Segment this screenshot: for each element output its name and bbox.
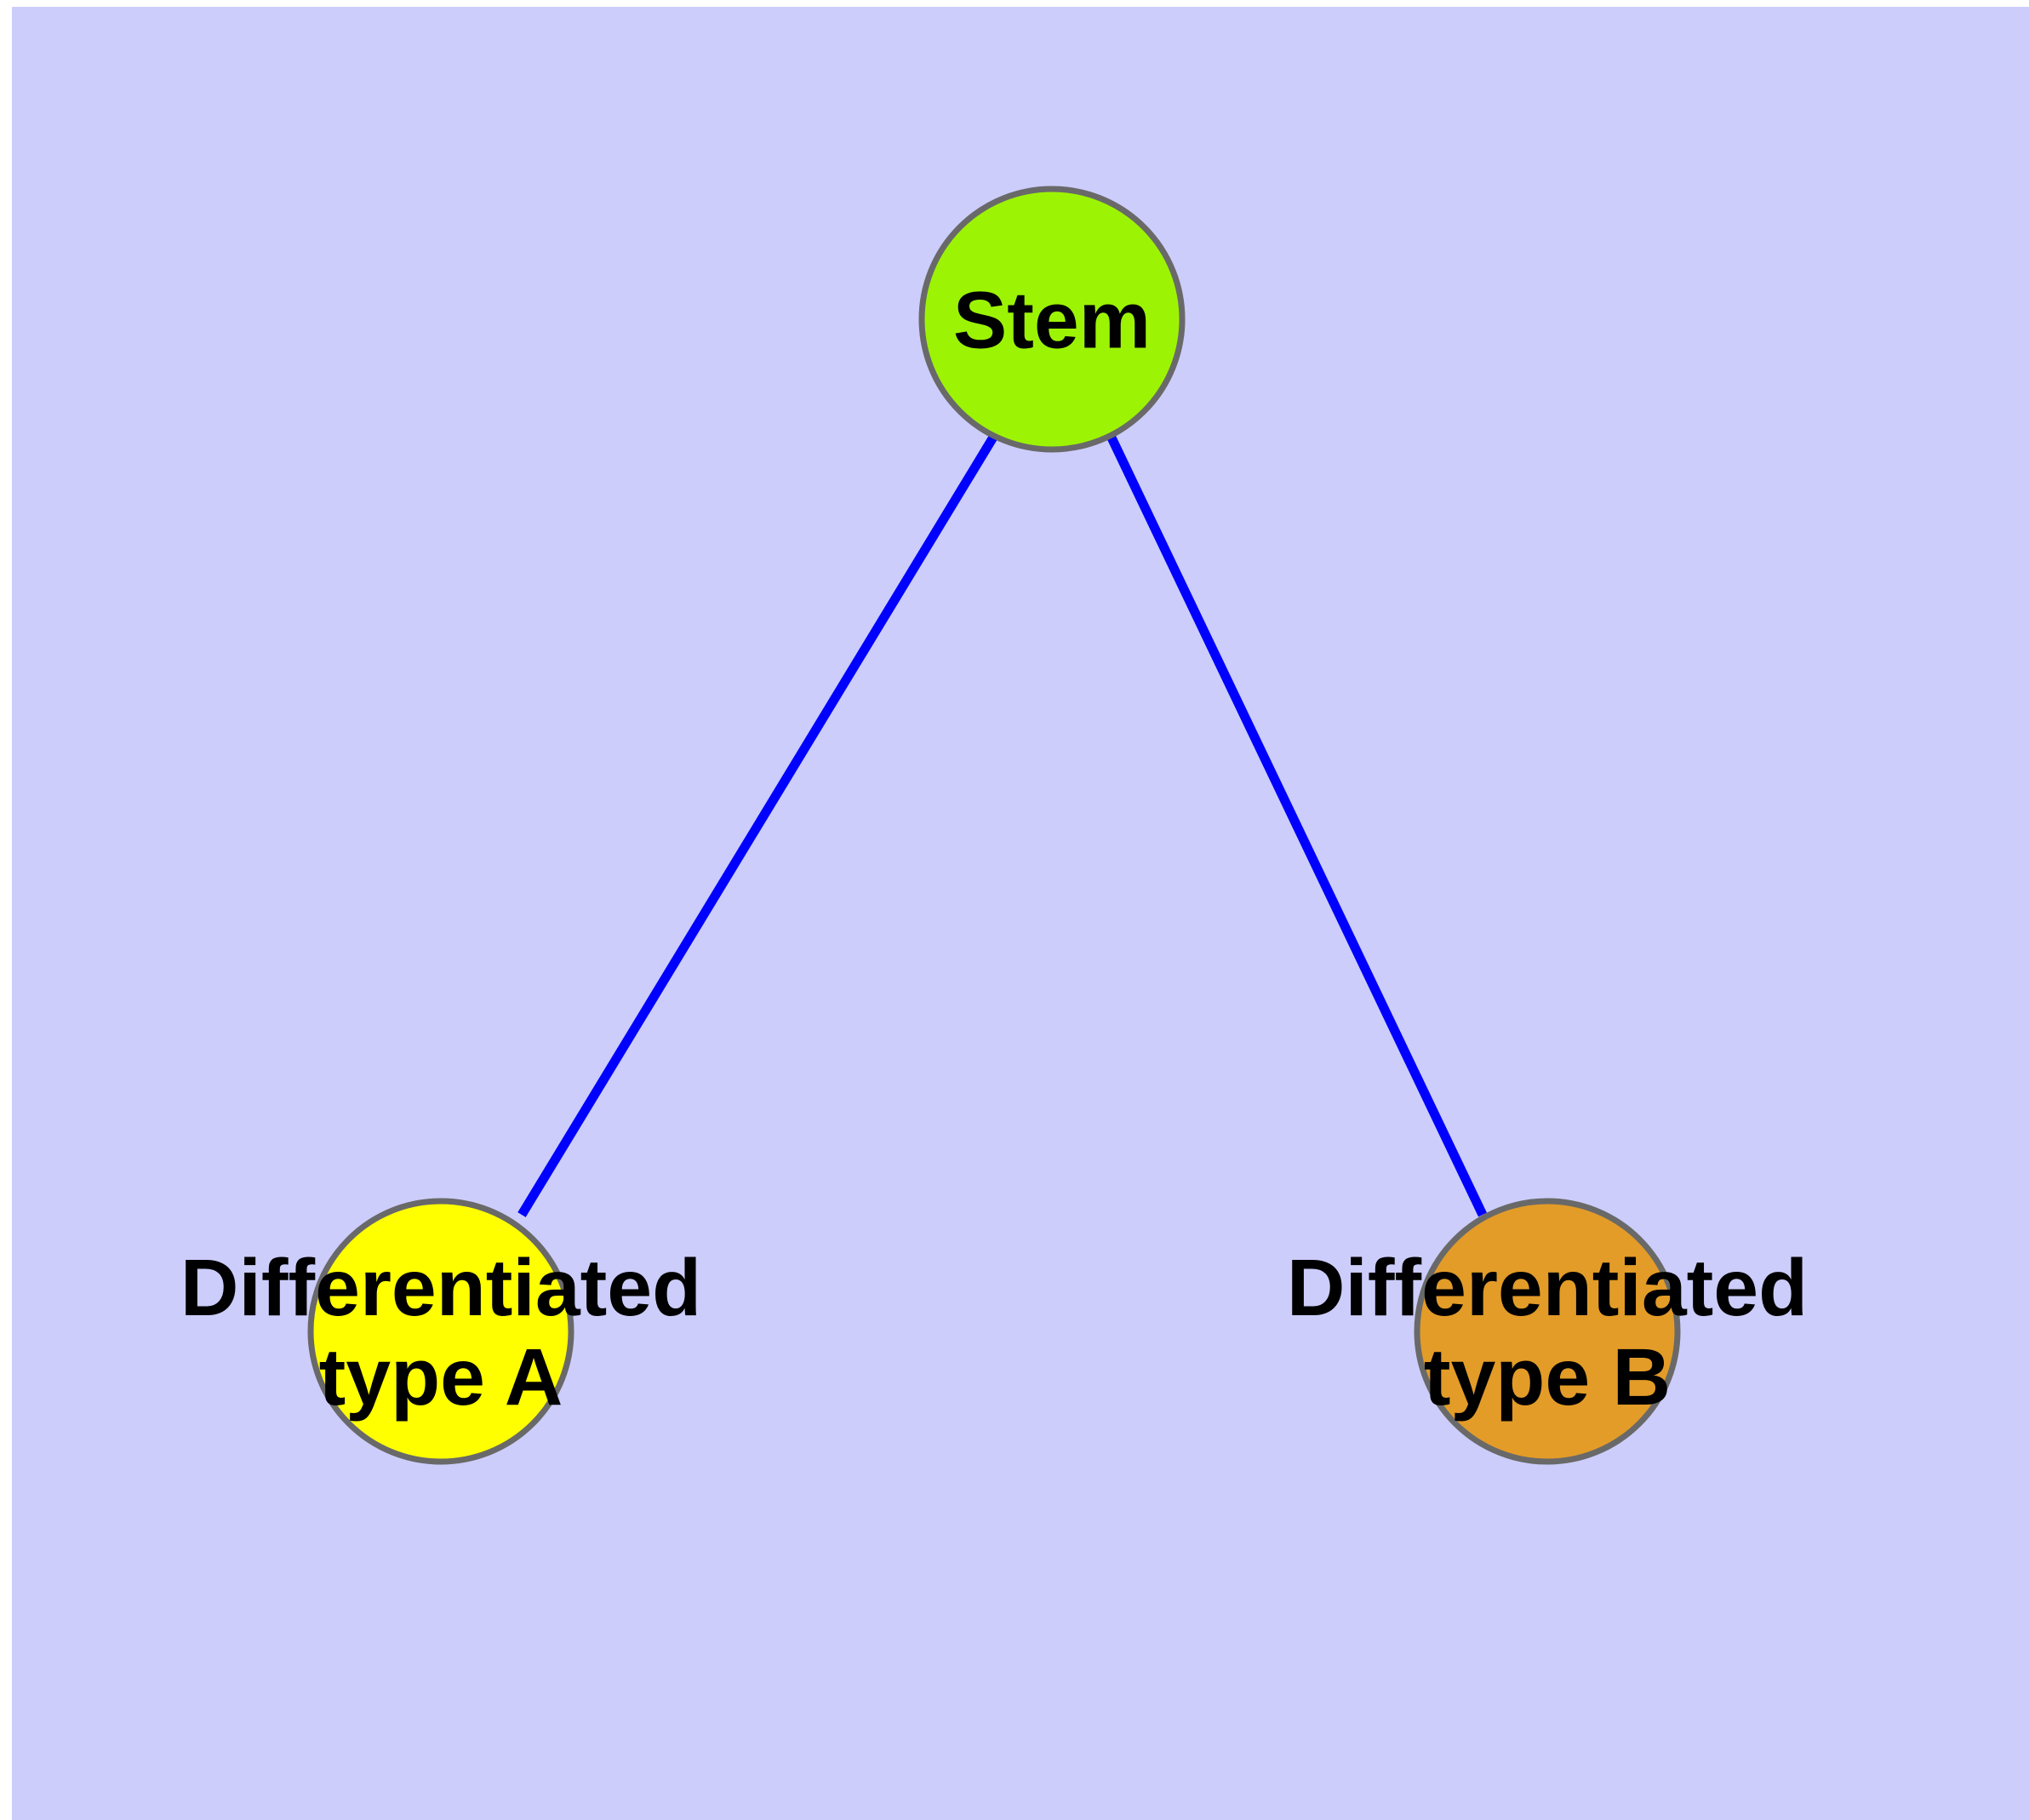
edge-stem-to-diff-a — [517, 433, 998, 1217]
node-label-line: type A — [319, 1332, 563, 1422]
node-label-line: type B — [1424, 1332, 1671, 1422]
node-diff_b[interactable] — [1414, 1198, 1681, 1465]
node-label-stem: Stem — [953, 275, 1151, 365]
edges-layer — [517, 433, 1487, 1217]
node-diff_a[interactable] — [307, 1198, 574, 1465]
node-label-line: Differentiated — [180, 1243, 701, 1333]
nodes-layer — [307, 186, 1681, 1465]
node-label-line: Differentiated — [1287, 1243, 1808, 1333]
node-label-line: Stem — [953, 275, 1151, 365]
edge-stem-to-diff-b — [1106, 433, 1487, 1217]
node-stem[interactable] — [918, 186, 1186, 453]
